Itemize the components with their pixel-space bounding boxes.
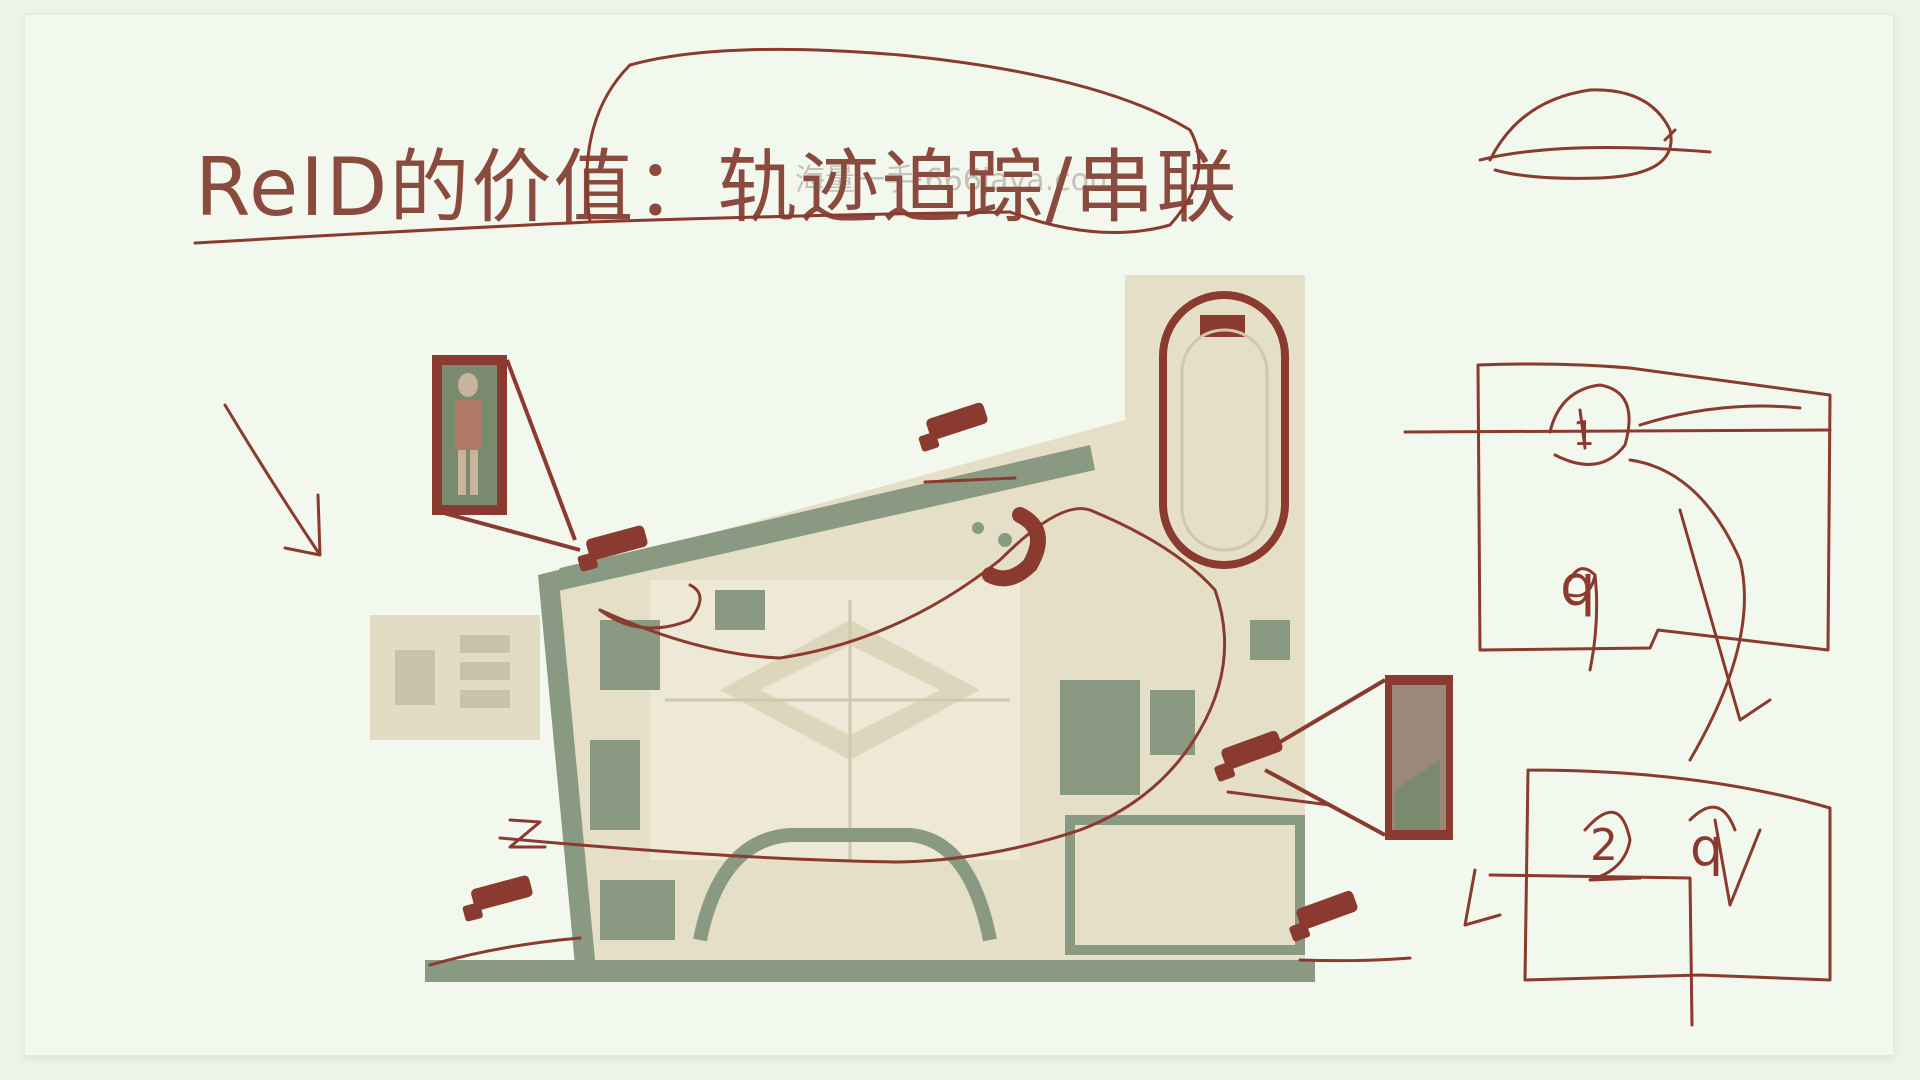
handwritten-annotations xyxy=(193,47,1832,1027)
camera-icon xyxy=(1289,890,1358,942)
arrow-head xyxy=(283,493,322,557)
scribble-hat xyxy=(1478,88,1712,180)
title-loop xyxy=(585,47,1201,235)
map-running-track xyxy=(1159,291,1289,569)
camera-icon-group xyxy=(462,402,1358,942)
label-top-box: 1 xyxy=(1573,414,1595,454)
label-top-box-q: q xyxy=(1560,554,1596,619)
map-road-diagonal xyxy=(540,445,1095,595)
map-road-bottom xyxy=(425,960,1315,982)
right-box-bottom xyxy=(1523,768,1832,982)
person-thumbnail-right xyxy=(1264,675,1453,840)
label-bottom-box: 2 xyxy=(1590,820,1618,871)
title-underline xyxy=(193,210,1012,245)
label-bottom-box-q: q xyxy=(1690,818,1723,878)
camera-icon xyxy=(462,875,533,922)
camera-icon xyxy=(1214,730,1283,782)
right-box-top xyxy=(1476,362,1832,652)
campus-map xyxy=(370,275,1315,982)
camera-icon xyxy=(577,525,648,572)
watermark: 海量一手·666java.com xyxy=(795,163,1119,198)
camera-icon xyxy=(918,402,988,452)
map-road-left xyxy=(538,570,595,965)
person-thumbnail-left xyxy=(432,355,581,552)
arrow-stroke xyxy=(223,403,320,554)
trajectory-path xyxy=(498,507,1227,864)
